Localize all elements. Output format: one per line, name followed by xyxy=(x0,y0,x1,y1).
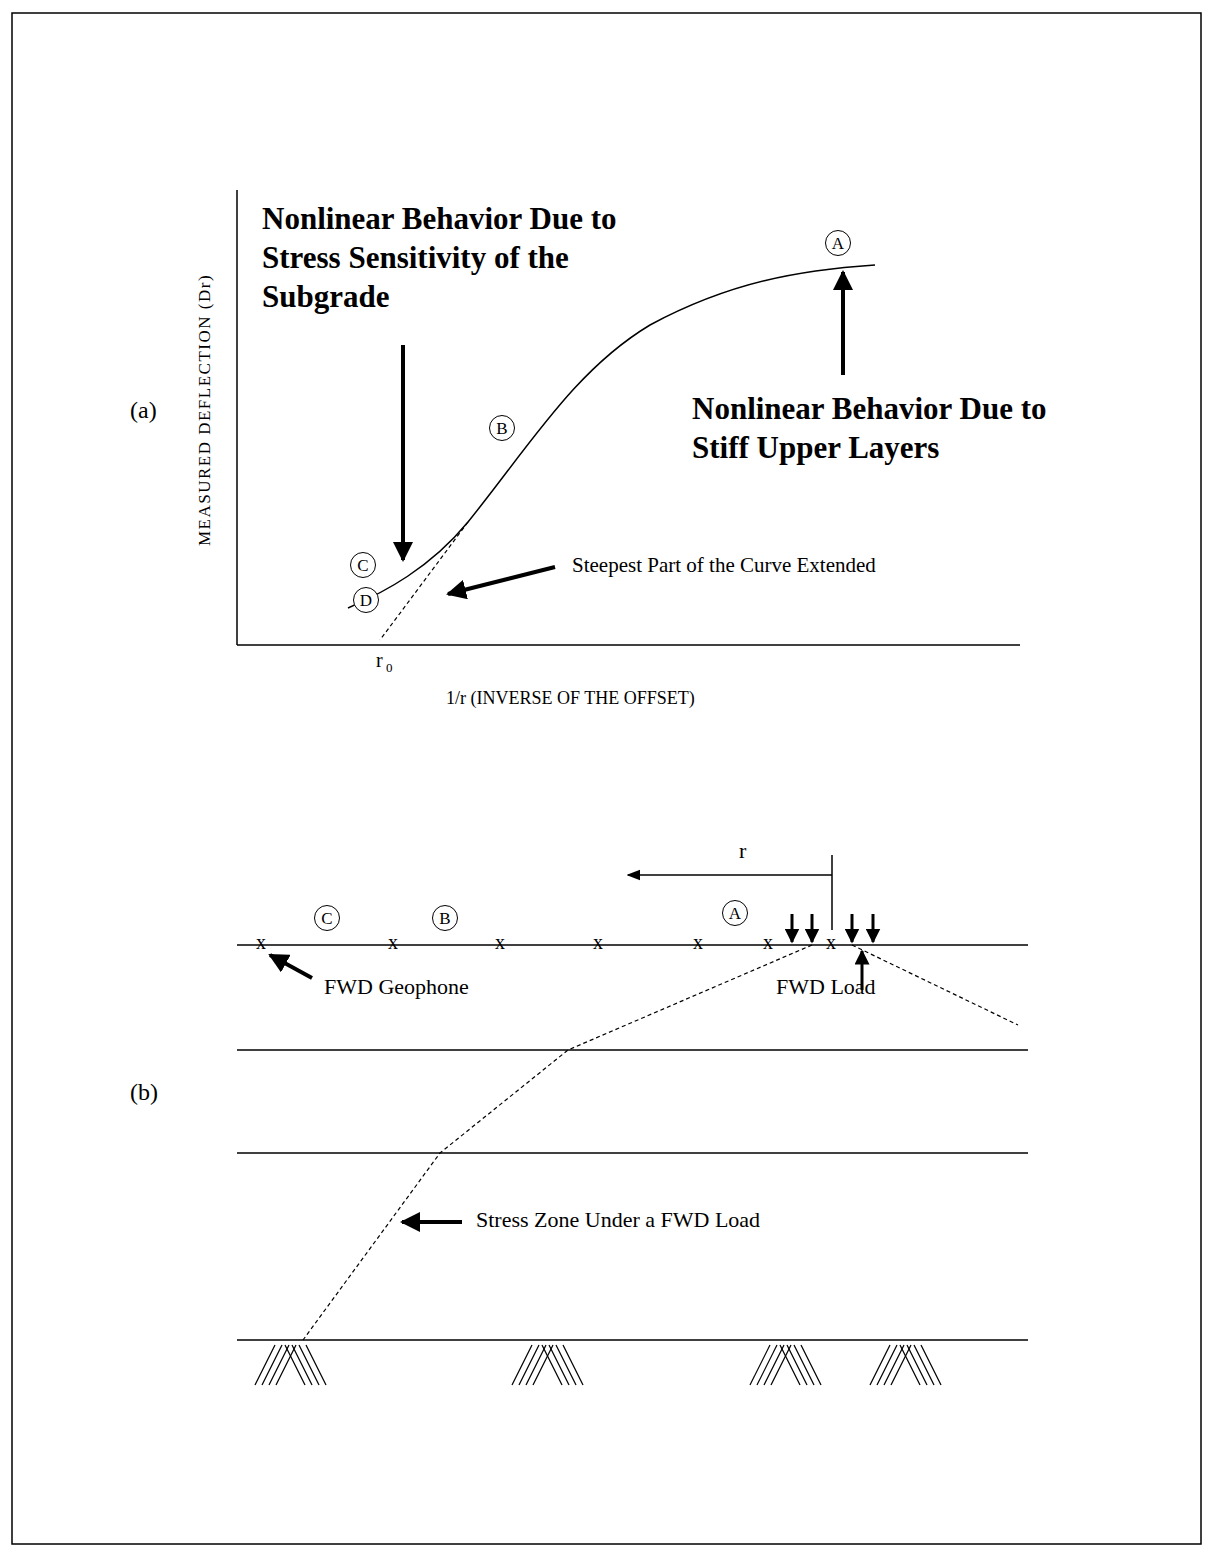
callout-letter: A xyxy=(722,900,748,926)
pointer-arrow xyxy=(402,1220,462,1224)
pointer-arrow xyxy=(448,567,555,594)
geophone-mark: x xyxy=(826,930,836,954)
callout-text: B xyxy=(496,420,507,437)
y-axis xyxy=(236,190,238,645)
callout-text: C xyxy=(321,910,332,927)
geophone-mark: x xyxy=(763,930,773,954)
axis-mark: 0 xyxy=(386,660,393,676)
load-arrow xyxy=(851,914,854,942)
callout-letter: B xyxy=(432,905,458,931)
axis-mark: r xyxy=(376,648,383,672)
pointer-arrow xyxy=(841,272,845,375)
load-arrow xyxy=(791,914,794,942)
callout-letter: C xyxy=(314,905,340,931)
surface-line xyxy=(237,944,1028,946)
layer-line xyxy=(237,1152,1028,1154)
bedrock-hatching xyxy=(255,1345,941,1385)
geophone-mark: x xyxy=(693,930,703,954)
offset-arrow xyxy=(628,874,832,876)
dimension: r xyxy=(739,838,746,864)
stress-zone-line xyxy=(303,945,812,1340)
note: FWD Load xyxy=(776,974,876,1000)
callout-text: A xyxy=(832,235,844,252)
callout-text: B xyxy=(439,910,450,927)
axis-tag: (a) xyxy=(130,396,157,425)
callout-text: D xyxy=(360,592,372,609)
note: Steepest Part of the Curve Extended xyxy=(572,553,876,578)
geophone-mark: x xyxy=(256,930,266,954)
load-arrow xyxy=(811,914,814,942)
geophone-mark: x xyxy=(388,930,398,954)
frame xyxy=(12,13,1201,1544)
callout-text: A xyxy=(729,905,741,922)
load-arrow xyxy=(872,914,875,942)
geophone-mark: x xyxy=(593,930,603,954)
callout-letter: D xyxy=(353,587,379,613)
offset-tick xyxy=(831,855,833,930)
callout-text: C xyxy=(357,557,368,574)
note: Nonlinear Behavior Due to Stiff Upper La… xyxy=(692,390,1102,468)
axis-tag: (b) xyxy=(130,1078,158,1107)
note: FWD Geophone xyxy=(324,974,469,1000)
bedrock-line xyxy=(237,1339,1028,1341)
extension-line xyxy=(380,522,468,640)
axis-title: 1/r (INVERSE OF THE OFFSET) xyxy=(446,688,695,710)
layer-line xyxy=(237,1049,1028,1051)
pointer-arrow xyxy=(401,345,405,560)
pointer-arrow xyxy=(270,955,312,978)
x-axis xyxy=(237,644,1020,646)
note: Stress Zone Under a FWD Load xyxy=(476,1207,760,1233)
axis-title: MEASURED DEFLECTION (Dr) xyxy=(195,274,215,546)
callout-letter: B xyxy=(489,415,515,441)
callout-letter: A xyxy=(825,230,851,256)
note: Nonlinear Behavior Due to Stress Sensiti… xyxy=(262,200,672,316)
callout-letter: C xyxy=(350,552,376,578)
stress-zone-line xyxy=(852,945,1018,1025)
geophone-mark: x xyxy=(495,930,505,954)
